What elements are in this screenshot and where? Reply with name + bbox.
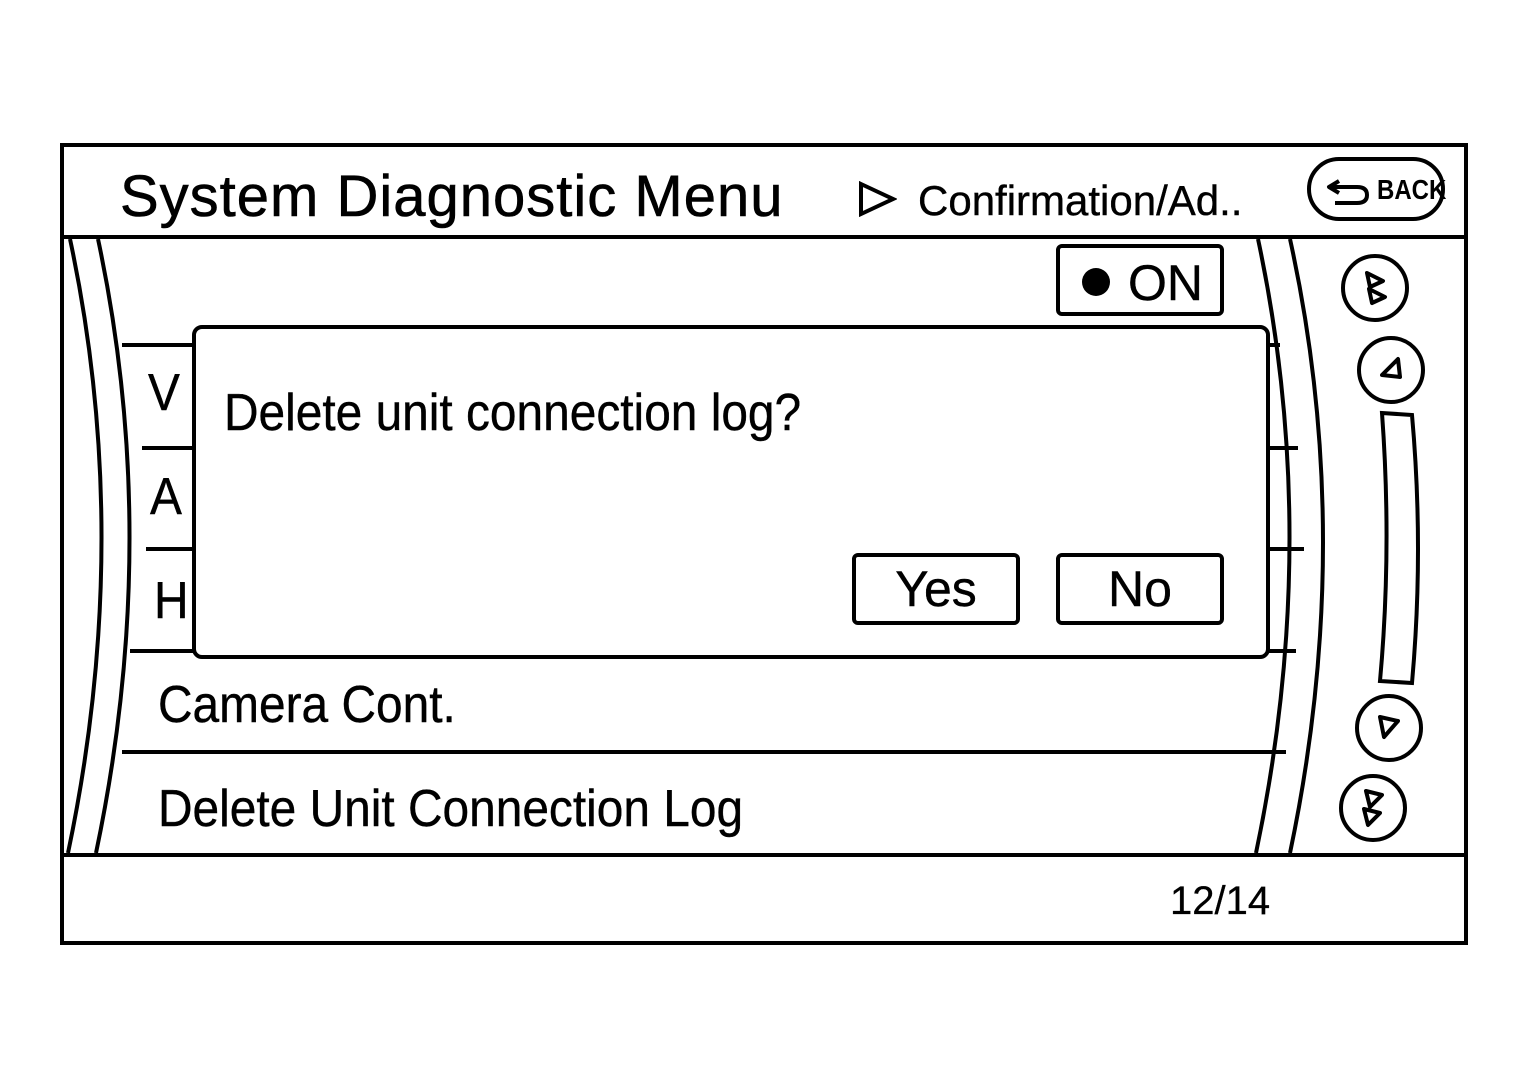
scroll-top-button[interactable] xyxy=(1338,251,1412,325)
triangle-right-icon xyxy=(859,181,897,217)
back-button[interactable]: BACK xyxy=(1307,157,1447,221)
list-item[interactable]: A xyxy=(150,467,182,527)
double-chevron-up-icon xyxy=(1365,271,1387,305)
chevron-up-icon xyxy=(1380,357,1402,379)
scroll-up-button[interactable] xyxy=(1354,333,1428,407)
list-item-label: A xyxy=(150,468,182,526)
list-item-label: V xyxy=(148,364,180,422)
page-title: System Diagnostic Menu xyxy=(120,164,784,230)
list-item[interactable]: V xyxy=(148,363,180,423)
scroll-down-button[interactable] xyxy=(1352,691,1426,765)
yes-button[interactable]: Yes xyxy=(852,553,1020,625)
chevron-down-icon xyxy=(1378,715,1400,739)
double-chevron-down-icon xyxy=(1362,789,1384,827)
page-counter: 12/14 xyxy=(1170,879,1271,923)
list-item-camera-cont[interactable]: Camera Cont. xyxy=(158,675,456,735)
indicator-dot-icon xyxy=(1082,268,1110,296)
list-item-label: Delete Unit Connection Log xyxy=(158,780,744,838)
dialog-message: Delete unit connection log? xyxy=(224,384,802,442)
title-bar: System Diagnostic Menu Confirmation/Ad..… xyxy=(64,147,1464,239)
on-toggle-button[interactable]: ON xyxy=(1056,244,1224,316)
back-arrow-icon xyxy=(1327,179,1370,205)
back-label: BACK xyxy=(1377,174,1447,206)
confirm-dialog: Delete unit connection log? Yes No xyxy=(192,325,1270,659)
list-item-label: H xyxy=(154,572,189,630)
list-item-delete-unit-connection-log[interactable]: Delete Unit Connection Log xyxy=(158,779,743,839)
scroll-bottom-button[interactable] xyxy=(1336,771,1410,845)
list-item[interactable]: H xyxy=(154,571,189,631)
list-item-label: Camera Cont. xyxy=(158,676,456,734)
display-screen: System Diagnostic Menu Confirmation/Ad..… xyxy=(60,143,1468,945)
breadcrumb: Confirmation/Ad.. xyxy=(918,177,1243,224)
footer-divider xyxy=(64,853,1464,857)
on-toggle-label: ON xyxy=(1128,255,1203,311)
no-button[interactable]: No xyxy=(1056,553,1224,625)
